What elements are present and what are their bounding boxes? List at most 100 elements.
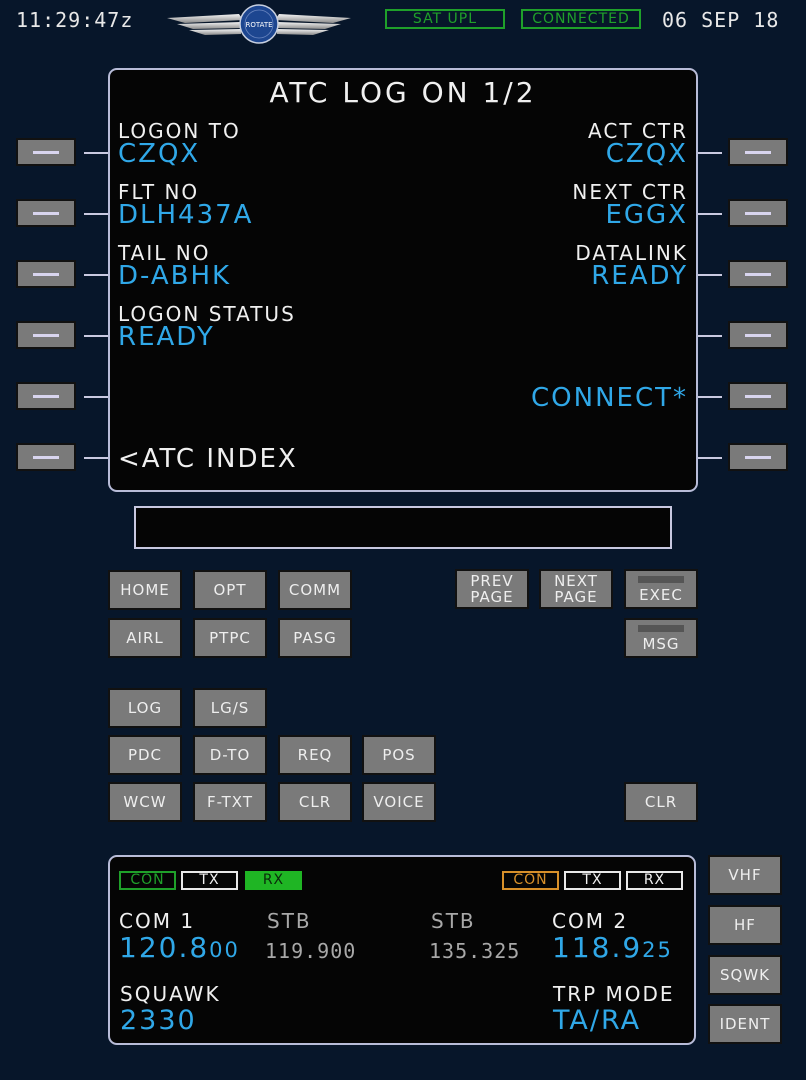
prev-page-key[interactable]: PREV PAGE [455, 569, 529, 609]
datalink-value: READY [591, 261, 688, 291]
exec-key-label: EXEC [639, 586, 683, 604]
squawk-code[interactable]: 2330 [120, 1005, 197, 1036]
dash-icon [745, 394, 771, 398]
connect-prompt[interactable]: CONNECT* [531, 383, 688, 413]
lsk-1l[interactable] [16, 138, 76, 166]
active-center-label: ACT CTR [588, 119, 688, 143]
com1-active-frequency[interactable]: 120.800 [119, 931, 240, 964]
logon-to-value[interactable]: CZQX [118, 139, 201, 169]
stb1-label: STB [267, 909, 312, 933]
prev-page-label-2: PAGE [470, 588, 514, 606]
com1-label: COM 1 [119, 909, 196, 933]
lsk-leader-line [698, 274, 722, 276]
lsk-4r[interactable] [728, 321, 788, 349]
com1-tx-indicator: TX [181, 871, 238, 890]
dash-icon [745, 272, 771, 276]
flight-number-value[interactable]: DLH437A [118, 200, 254, 230]
atc-index-link[interactable]: <ATC INDEX [118, 444, 298, 474]
lsk-leader-line [698, 335, 722, 337]
vhf-key[interactable]: VHF [708, 855, 782, 895]
exec-annunciator-light [638, 576, 684, 583]
ident-key[interactable]: IDENT [708, 1004, 782, 1044]
lsk-2l[interactable] [16, 199, 76, 227]
transponder-mode-label: TRP MODE [553, 982, 675, 1006]
dash-icon [745, 211, 771, 215]
lsk-leader-line [698, 396, 722, 398]
dash-icon [745, 455, 771, 459]
msg-annunciator-light [638, 625, 684, 632]
cdu-screen: ATC LOG ON 1/2 LOGON TO CZQX FLT NO DLH4… [108, 68, 698, 492]
exec-key[interactable]: EXEC [624, 569, 698, 609]
free-text-key[interactable]: F-TXT [193, 782, 267, 822]
opt-key[interactable]: OPT [193, 570, 267, 610]
msg-key-label: MSG [642, 635, 680, 653]
direct-to-key[interactable]: D-TO [193, 735, 267, 775]
com2-con-indicator: CON [502, 871, 559, 890]
transponder-mode-value[interactable]: TA/RA [553, 1005, 642, 1036]
date-display: 06 SEP 18 [662, 8, 780, 32]
lsk-6r[interactable] [728, 443, 788, 471]
dash-icon [33, 272, 59, 276]
next-page-label-2: PAGE [554, 588, 598, 606]
next-center-label: NEXT CTR [572, 180, 688, 204]
pos-key[interactable]: POS [362, 735, 436, 775]
next-page-key[interactable]: NEXT PAGE [539, 569, 613, 609]
dash-icon [33, 455, 59, 459]
dash-icon [33, 211, 59, 215]
lsk-1r[interactable] [728, 138, 788, 166]
com2-tx-indicator: TX [564, 871, 621, 890]
dash-icon [33, 150, 59, 154]
sat-uplink-indicator: SAT UPL [385, 9, 505, 29]
lsk-5r[interactable] [728, 382, 788, 410]
squawk-key[interactable]: SQWK [708, 955, 782, 995]
voice-key[interactable]: VOICE [362, 782, 436, 822]
scratchpad[interactable] [134, 506, 672, 549]
comm-key[interactable]: COMM [278, 570, 352, 610]
com1-con-indicator: CON [119, 871, 176, 890]
logon-to-label: LOGON TO [118, 119, 241, 143]
msg-key[interactable]: MSG [624, 618, 698, 658]
lsk-leader-line [84, 213, 108, 215]
com1-standby-frequency[interactable]: 119.900 [265, 939, 357, 963]
lsk-leader-line [84, 152, 108, 154]
clr-key[interactable]: CLR [278, 782, 352, 822]
tail-number-value[interactable]: D-ABHK [118, 261, 232, 291]
req-key[interactable]: REQ [278, 735, 352, 775]
log-key[interactable]: LOG [108, 688, 182, 728]
lsk-leader-line [698, 152, 722, 154]
lgs-key[interactable]: LG/S [193, 688, 267, 728]
lsk-leader-line [698, 457, 722, 459]
squawk-label: SQUAWK [120, 982, 221, 1006]
svg-text:ROTATE: ROTATE [245, 21, 272, 29]
flight-number-label: FLT NO [118, 180, 200, 204]
ptpc-key[interactable]: PTPC [193, 618, 267, 658]
connection-status-indicator: CONNECTED [521, 9, 641, 29]
datalink-label: DATALINK [575, 241, 688, 265]
home-key[interactable]: HOME [108, 570, 182, 610]
hf-key[interactable]: HF [708, 905, 782, 945]
lsk-leader-line [84, 396, 108, 398]
lsk-2r[interactable] [728, 199, 788, 227]
wings-logo-icon: ROTATE [167, 4, 351, 44]
com2-standby-frequency[interactable]: 135.325 [429, 939, 521, 963]
lsk-6l[interactable] [16, 443, 76, 471]
dash-icon [745, 333, 771, 337]
pdc-key[interactable]: PDC [108, 735, 182, 775]
com2-rx-indicator: RX [626, 871, 683, 890]
lsk-3l[interactable] [16, 260, 76, 288]
lsk-5l[interactable] [16, 382, 76, 410]
lsk-4l[interactable] [16, 321, 76, 349]
airl-key[interactable]: AIRL [108, 618, 182, 658]
com2-active-frequency[interactable]: 118.925 [552, 931, 673, 964]
com1-rx-indicator: RX [245, 871, 302, 890]
wcw-key[interactable]: WCW [108, 782, 182, 822]
dash-icon [33, 394, 59, 398]
pasg-key[interactable]: PASG [278, 618, 352, 658]
active-center-value: CZQX [605, 139, 688, 169]
next-page-label-1: NEXT [554, 572, 598, 590]
scratchpad-clr-key[interactable]: CLR [624, 782, 698, 822]
page-title: ATC LOG ON 1/2 [269, 76, 537, 109]
lsk-3r[interactable] [728, 260, 788, 288]
utc-clock: 11:29:47z [16, 8, 134, 32]
lsk-leader-line [698, 213, 722, 215]
